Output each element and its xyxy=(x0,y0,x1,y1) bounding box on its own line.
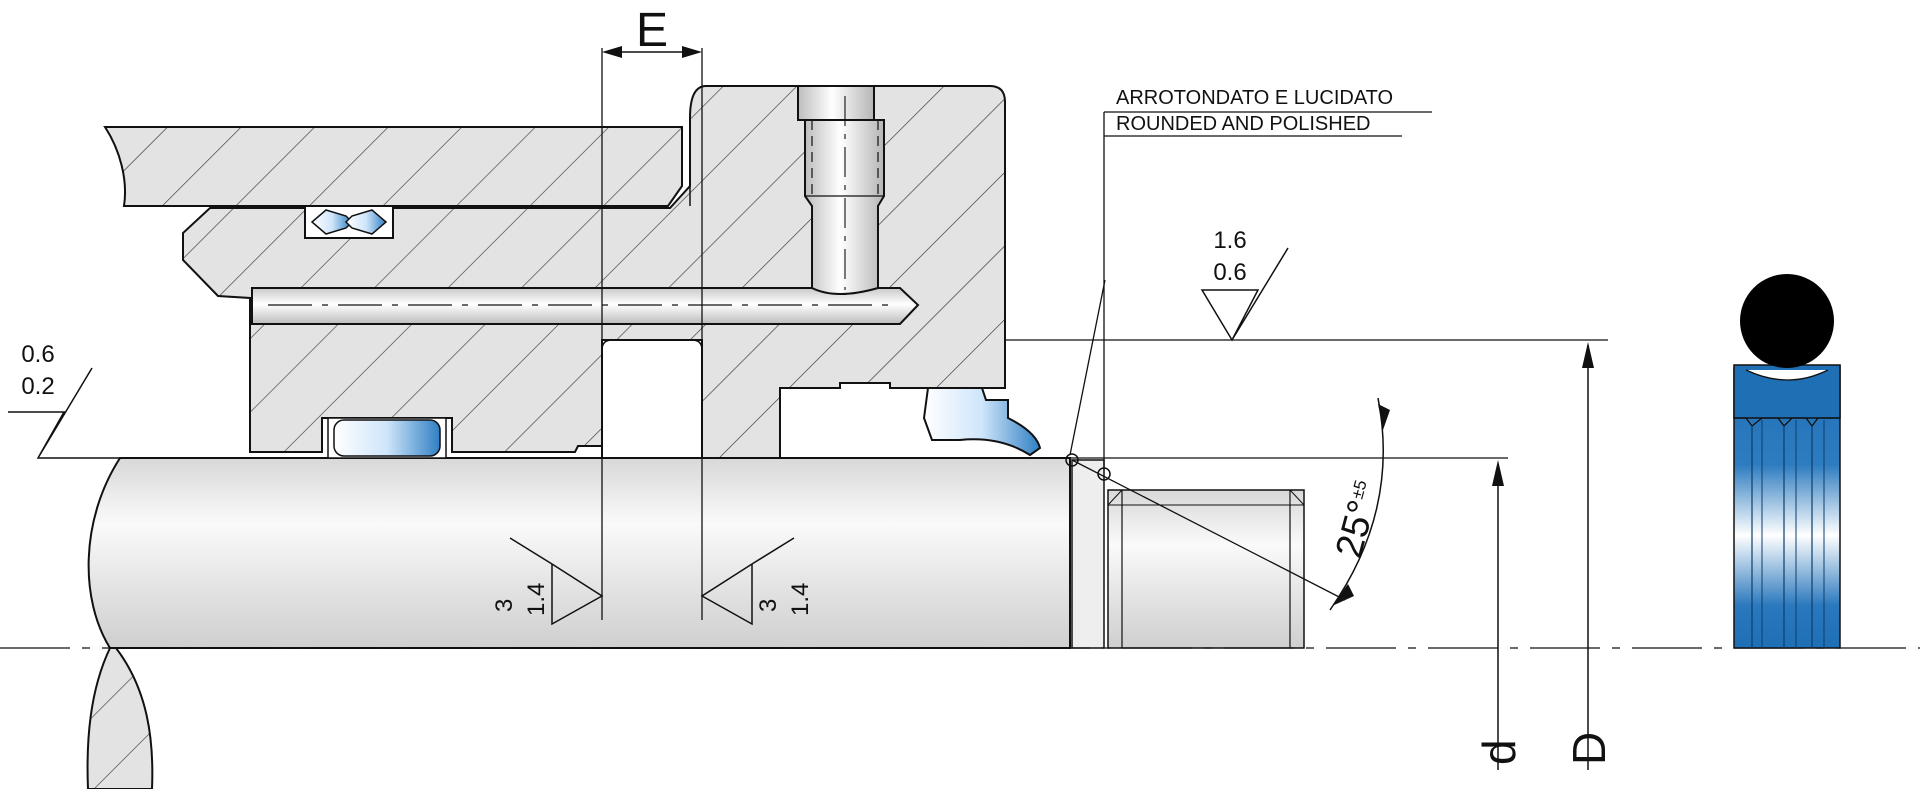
dimension-E: E xyxy=(601,4,703,620)
gland-body xyxy=(182,85,1006,459)
roughness-rod-lower: 0.2 xyxy=(21,373,54,400)
label-d: d xyxy=(1473,739,1525,765)
roughness-groove-left-upper: 3 xyxy=(491,599,518,612)
label-angle: 25° xyxy=(1328,496,1383,562)
roughness-groove-left-lower: 1.4 xyxy=(523,583,550,616)
roughness-bore: 1.6 0.6 xyxy=(1200,227,1289,342)
housing-tube xyxy=(103,126,683,207)
wiper xyxy=(922,387,1042,457)
roughness-groove-left: 3 1.4 xyxy=(491,537,604,626)
bleed-pin xyxy=(251,287,920,325)
roughness-groove-right-lower: 1.4 xyxy=(787,583,814,616)
o-ring xyxy=(1740,274,1834,368)
note-line-1: ARROTONDATO E LUCIDATO xyxy=(1116,87,1393,109)
roughness-bore-upper: 1.6 xyxy=(1213,227,1246,254)
label-E: E xyxy=(636,4,668,57)
seal-groove xyxy=(601,339,703,459)
roughness-groove-right-upper: 3 xyxy=(755,599,782,612)
roughness-rod-upper: 0.6 xyxy=(21,341,54,368)
note-line-2: ROUNDED AND POLISHED xyxy=(1116,113,1371,135)
roughness-groove-right: 3 1.4 xyxy=(700,537,814,626)
seal-profile xyxy=(1733,274,1841,649)
guide-ring xyxy=(327,417,447,459)
label-angle-tolerance: ±5 xyxy=(1348,478,1371,501)
rod-section xyxy=(86,647,154,789)
vertical-screw xyxy=(797,85,885,295)
dimension-D: D xyxy=(1005,339,1615,770)
label-D: D xyxy=(1563,732,1615,765)
dimension-d: d xyxy=(1070,457,1525,770)
roughness-bore-lower: 0.6 xyxy=(1213,259,1246,286)
roughness-rod: 0.6 0.2 xyxy=(8,341,120,459)
rod xyxy=(87,457,1305,649)
static-seal xyxy=(304,205,394,239)
note-rounded-polished: ARROTONDATO E LUCIDATO ROUNDED AND POLIS… xyxy=(1069,87,1432,470)
